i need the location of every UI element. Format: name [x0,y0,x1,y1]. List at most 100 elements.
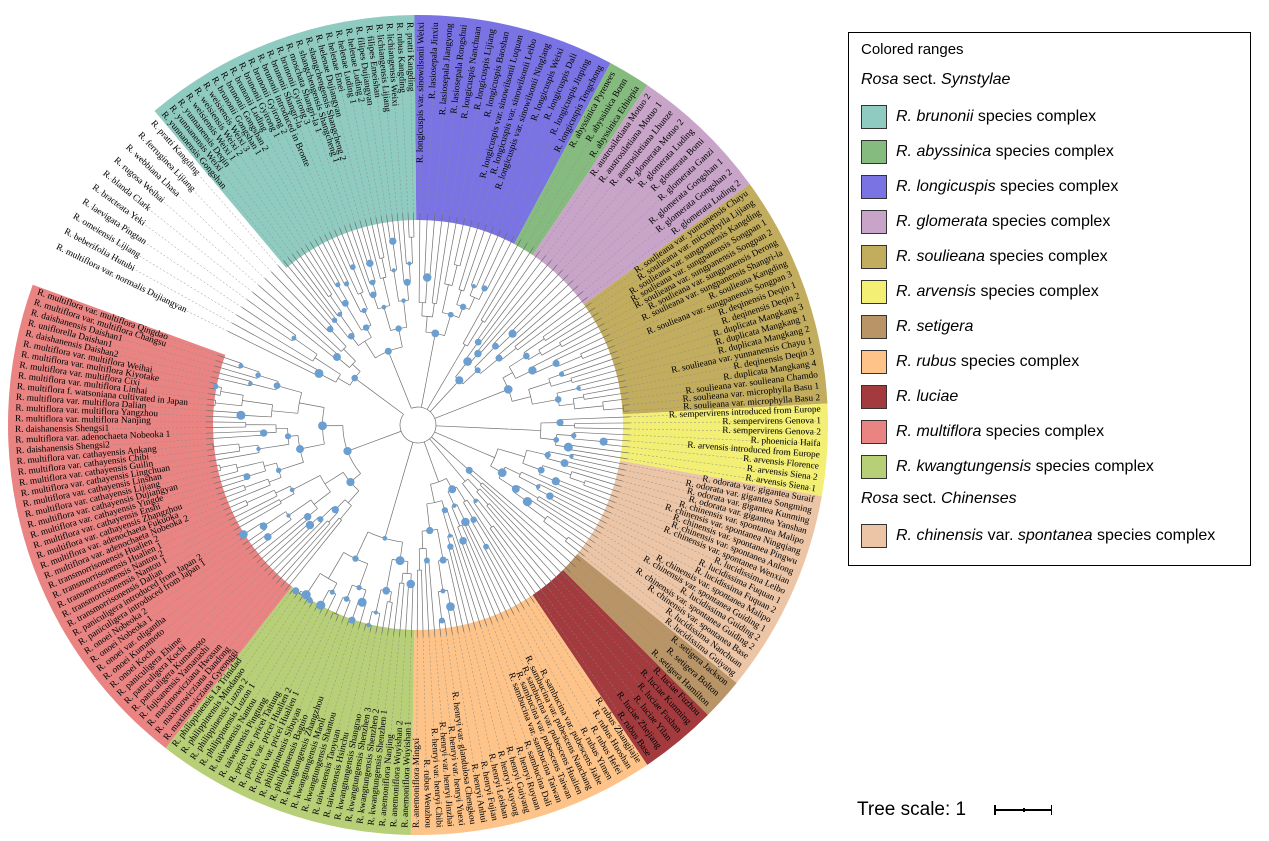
tip-guide [500,55,575,230]
branch [293,337,318,355]
branch [299,443,325,450]
branch [391,214,396,242]
support-node [495,354,503,362]
tip-guide [416,636,418,826]
support-node [337,311,343,317]
branch [214,365,258,379]
branch-arc [358,337,372,346]
branch [352,364,361,372]
branch [215,402,242,407]
branch [571,471,621,487]
branch [421,570,424,637]
tip-guide [591,193,746,304]
tip-guide [629,428,819,433]
tip-guide [570,572,707,704]
legend-item-label: R. arvensis species complex [896,283,1099,300]
support-node [331,506,339,514]
branch [375,589,382,613]
legend-swatch [861,175,887,199]
legend-swatch [861,455,887,479]
branch [556,387,579,394]
support-node [259,522,268,531]
branch [603,438,630,442]
tree-branches [206,213,630,637]
branch [223,500,246,511]
legend-item-multiflora: R. multiflora species complex [861,418,1104,446]
branch [536,499,598,539]
tip-guide [457,30,493,217]
support-node [382,535,388,541]
branch [228,495,278,521]
support-node [471,284,476,289]
branch [477,499,551,591]
support-node [544,451,551,459]
branch [453,218,466,265]
branch [207,449,214,451]
branch [209,452,260,462]
tip-guide [628,375,816,399]
branch [382,277,391,306]
tip-guide [19,376,208,400]
support-node [381,304,387,310]
tip-guide [382,636,400,825]
branch [568,444,629,454]
branch [364,219,381,279]
branch-arc [480,319,485,323]
tip-guide [551,113,671,261]
branch [430,484,435,503]
branch [399,583,405,637]
branch [413,213,415,238]
branch [215,478,248,490]
branch-arc [335,374,341,383]
tip-guide [24,466,211,505]
tip-guide [398,24,409,214]
support-node [447,543,454,550]
branch [514,291,583,347]
branch [542,465,571,476]
branch [451,546,476,630]
tip-guide [513,614,600,783]
support-node [369,279,376,286]
branch [447,491,455,506]
branch [429,213,436,278]
support-node [314,369,324,378]
branch [329,328,347,347]
branch [383,307,392,331]
branch [276,385,302,393]
branch [475,518,530,606]
support-node [535,484,541,489]
legend-section-heading: Rosa sect. Chinenses [861,490,1017,507]
tip-label: R. pratti Kangding [404,22,415,92]
support-node [362,324,370,331]
tip-guide [75,216,237,316]
branch [470,226,494,286]
branch [583,484,618,498]
branch [447,607,453,635]
tip-guide [577,161,721,287]
tip-guide [502,619,580,793]
tip-guide [80,539,241,643]
branch [250,383,277,391]
branch [335,614,339,621]
tip-guide [59,520,229,606]
branch [476,251,540,342]
support-node [348,332,355,340]
range-multiflora [7,284,292,749]
branch [212,371,252,382]
branch [272,520,328,580]
branch [208,450,240,457]
tip-guide [545,104,660,256]
branch-arc [312,354,318,362]
support-node [255,372,261,378]
legend-swatch [861,315,887,339]
legend-item-label: R. glomerata species complex [896,213,1111,230]
tip-guide [66,231,233,324]
branch [543,521,568,540]
branch [444,216,458,284]
branch [339,227,356,267]
branch [476,260,552,353]
tip-guide [338,632,377,819]
tip-guide [565,577,698,714]
tip-guide [278,48,345,227]
branch [210,382,217,385]
